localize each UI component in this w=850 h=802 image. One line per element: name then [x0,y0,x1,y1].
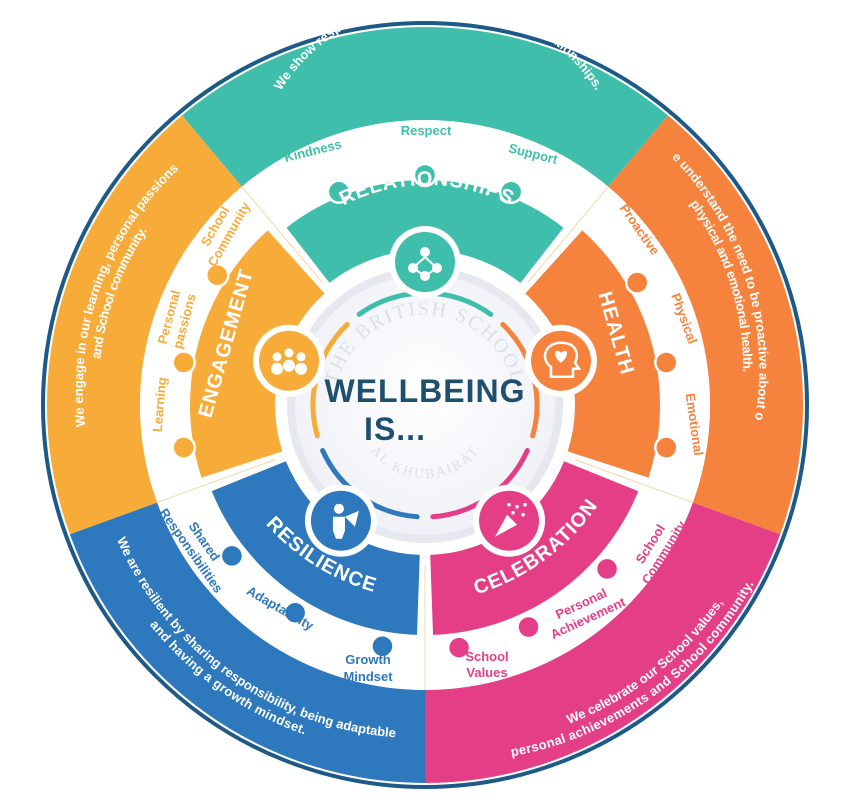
center-title-line2: IS... [364,411,426,447]
engagement-outer-arc [46,115,242,535]
divider-line [575,459,693,503]
relationships-dot [412,162,438,188]
heart-head-icon [525,324,598,397]
group-icon [252,324,325,397]
item-growth-mindset-line1: Growth [345,652,391,667]
segment-dividers [157,186,693,690]
engagement-dot [171,350,196,375]
item-learning: Learning [150,377,170,433]
superhero-icon [304,484,377,557]
party-popper-icon [473,484,546,557]
relationships-outer-arc [182,27,668,187]
health-dot [654,350,679,375]
celebration-dot [446,635,472,660]
icon-disk [395,232,455,292]
health-dot [654,435,679,460]
celebration-dot [594,556,620,582]
resilience-band [211,461,420,635]
resilience-dot [282,600,308,626]
item-growth-mindset-line2: Mindset [343,669,393,684]
health-outer-arc [608,115,803,535]
item-school-values-line2: Values [466,665,507,680]
relationships-dot [498,179,524,204]
item-school-values-line1: School [465,649,508,664]
divider-line [157,459,275,503]
resilience-dot [219,543,245,569]
celebration-band [430,461,639,635]
health-dot [624,270,650,295]
resilience-outer-arc [69,502,425,783]
item-respect: Respect [401,123,452,138]
outer-statement-arcs [46,27,803,783]
divider-line [527,186,609,283]
relationships-dot [326,179,352,204]
people-network-icon [389,226,461,298]
center-title-line1: WELLBEING [325,373,526,409]
engagement-dot [204,262,230,288]
celebration-outer-arc [425,502,781,783]
engagement-dot [171,435,196,460]
resilience-dot [370,634,395,659]
celebration-dot [516,614,541,640]
divider-line [241,186,323,283]
center-disk [295,275,555,535]
